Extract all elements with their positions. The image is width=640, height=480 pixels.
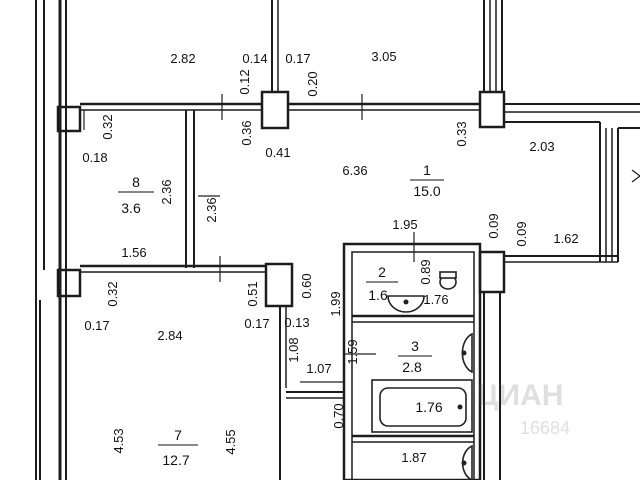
room-area: 2.8 [402,359,422,375]
dimension-label: 4.53 [111,428,126,453]
room-number: 2 [378,264,386,280]
dimension-label: 0.20 [305,71,320,96]
dimension-label: 0.89 [418,259,433,284]
watermark: ЦИАН 16684 [477,379,570,438]
dimension-label: 2.36 [159,179,174,204]
room-area: 12.7 [162,452,189,468]
dimension-label: 1.07 [306,361,331,376]
dimension-label: 1.08 [286,337,301,362]
dimension-label: 3.05 [371,49,396,64]
dimension-label: 1.59 [345,339,360,364]
dimension-label: 0.14 [242,51,267,66]
dimension-label: 2.82 [170,51,195,66]
room-area: 3.6 [121,200,141,216]
dimension-label: 1.62 [553,231,578,246]
dimension-label: 1.76 [415,399,442,415]
watermark-number: 16684 [520,418,570,438]
dimension-label: 0.17 [84,318,109,333]
room-number: 3 [411,338,419,354]
dimension-label: 1.87 [401,450,426,465]
dimension-label: 6.36 [342,163,367,178]
room-label-3: 3 2.8 [398,338,432,375]
dimension-label: 2.36 [204,197,219,222]
dimension-label: 0.09 [486,213,501,238]
dimension-label: 4.55 [223,429,238,454]
dimension-labels: 2.82 0.14 0.12 0.17 0.20 3.05 0.32 0.18 … [82,49,578,465]
dimension-label: 1.99 [328,291,343,316]
room-label-8: 8 3.6 [118,174,154,216]
watermark-text: ЦИАН [477,379,564,412]
walls [35,0,640,480]
room-number: 8 [132,174,140,190]
dimension-label: 0.60 [299,273,314,298]
dimension-label: 0.36 [239,120,254,145]
room-area: 15.0 [413,183,440,199]
dimension-label: 0.13 [284,315,309,330]
dimension-label: 0.17 [244,316,269,331]
room-number: 1 [423,162,431,178]
dimension-label: 0.33 [454,121,469,146]
room-labels: 1 15.0 2 1.6 3 2.8 7 12.7 8 3.6 [118,162,444,468]
dimension-label: 0.32 [100,114,115,139]
room-area: 1.6 [368,287,388,303]
room-label-1: 1 15.0 [410,162,444,199]
dimension-label: 0.18 [82,150,107,165]
dimension-label: 0.32 [105,281,120,306]
dimension-label: 1.76 [423,292,448,307]
room-number: 7 [174,427,182,443]
dimension-ticks [83,94,415,383]
dimension-label: 0.12 [237,69,252,94]
dimension-label: 0.51 [245,281,260,306]
sanitary-fixtures [371,271,473,480]
dimension-label: 2.03 [529,139,554,154]
dimension-label: 0.41 [265,145,290,160]
dimension-label: 0.17 [285,51,310,66]
dimension-label: 1.95 [392,217,417,232]
dimension-label: 0.09 [514,221,529,246]
dimension-label: 0.70 [331,403,346,428]
room-label-7: 7 12.7 [158,427,198,468]
dimension-label: 2.84 [157,328,182,343]
dimension-label: 1.56 [121,245,146,260]
room-label-2: 2 1.6 [366,264,398,303]
